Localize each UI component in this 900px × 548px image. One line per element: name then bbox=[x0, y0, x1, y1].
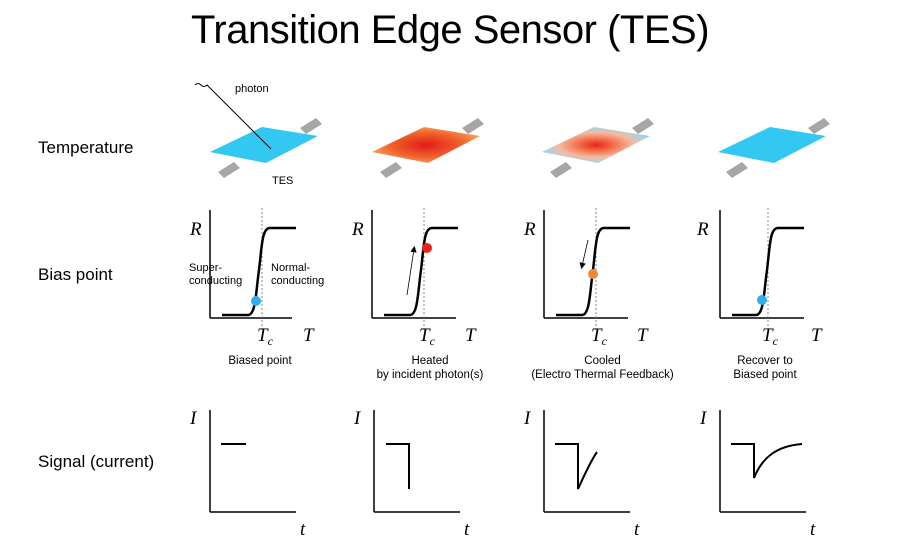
row-label-bias-point: Bias point bbox=[38, 265, 113, 284]
bias-panel-2: R T Tc bbox=[351, 208, 477, 348]
row-label-temperature: Temperature bbox=[38, 138, 134, 157]
axis-r: R bbox=[696, 219, 709, 240]
axis-time: t bbox=[810, 519, 816, 540]
caption-3: Cooled(Electro Thermal Feedback) bbox=[531, 355, 674, 381]
row-label-signal: Signal (current) bbox=[38, 452, 155, 471]
signal-panel-1: I t bbox=[189, 408, 306, 540]
axis-i: I bbox=[189, 408, 198, 429]
axis-r: R bbox=[523, 219, 536, 240]
normalconducting-label: Normal-conducting bbox=[271, 262, 324, 287]
axis-time: t bbox=[300, 519, 306, 540]
tes-label: TES bbox=[272, 175, 293, 187]
axis-tc: Tc bbox=[257, 325, 274, 348]
axis-temp: T bbox=[465, 325, 477, 346]
tes-sensor-heated bbox=[372, 118, 484, 178]
axis-time: t bbox=[634, 519, 640, 540]
axis-tc: Tc bbox=[419, 325, 436, 348]
heating-arrow-icon bbox=[406, 245, 417, 296]
signal-panel-2: I t bbox=[353, 408, 470, 540]
bias-point-marker bbox=[757, 295, 767, 305]
axis-i: I bbox=[353, 408, 362, 429]
signal-panel-4: I t bbox=[699, 408, 816, 540]
cooling-arrow-icon bbox=[579, 239, 589, 270]
axis-temp: T bbox=[811, 325, 823, 346]
axis-i: I bbox=[523, 408, 532, 429]
axis-temp: T bbox=[303, 325, 315, 346]
photon-wave-icon bbox=[194, 83, 272, 150]
axis-time: t bbox=[464, 519, 470, 540]
axis-temp: T bbox=[637, 325, 649, 346]
tes-sensor-biased bbox=[210, 118, 322, 178]
signal-panel-3: I t bbox=[523, 408, 640, 540]
axis-i: I bbox=[699, 408, 708, 429]
tes-sensor-cooling bbox=[542, 118, 654, 178]
bias-point-marker bbox=[588, 269, 598, 279]
axis-r: R bbox=[189, 219, 202, 240]
caption-1: Biased point bbox=[228, 355, 292, 367]
bias-panel-1: R T Tc Super-conducting Normal-conductin… bbox=[189, 208, 324, 348]
bias-point-marker bbox=[422, 243, 432, 253]
bias-point-marker bbox=[251, 296, 261, 306]
axis-r: R bbox=[351, 219, 364, 240]
page-title: Transition Edge Sensor (TES) bbox=[190, 8, 710, 52]
axis-tc: Tc bbox=[591, 325, 608, 348]
photon-label: photon bbox=[235, 83, 269, 95]
tes-sensor-recovered bbox=[718, 118, 830, 178]
bias-panel-4: R T Tc bbox=[696, 208, 823, 348]
superconducting-label: Super-conducting bbox=[189, 262, 242, 287]
bias-panel-3: R T Tc bbox=[523, 208, 649, 348]
axis-tc: Tc bbox=[762, 325, 779, 348]
